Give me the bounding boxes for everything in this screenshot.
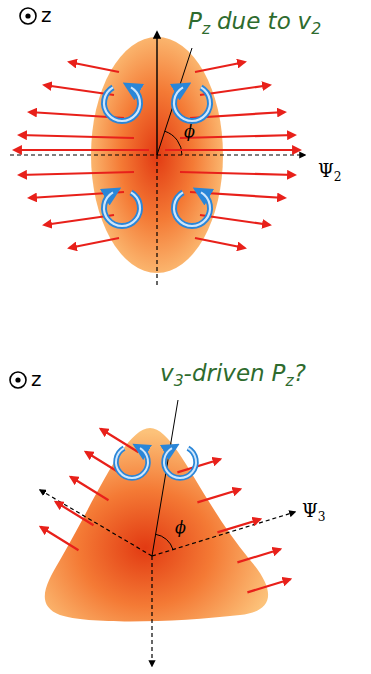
out-of-plane-dot [25, 13, 30, 18]
label-text: ϕ [175, 518, 186, 537]
subscript: 3 [174, 371, 184, 390]
vortex-arrows [116, 448, 196, 478]
vortex-arrows [104, 87, 210, 226]
label-text: P [188, 8, 202, 34]
vertical-axis-dashed [156, 155, 157, 288]
label-text: -driven [184, 360, 265, 386]
vertical-axis [156, 32, 157, 155]
angle-arc [165, 131, 182, 155]
axis-label: z [31, 367, 42, 391]
label-text: ϕ [184, 122, 195, 141]
label-text: Ψ [318, 160, 334, 181]
axis-label: z [41, 3, 52, 27]
triangular-axis [40, 490, 152, 556]
triangular-axis [151, 556, 152, 666]
subscript: z [202, 19, 210, 38]
out-of-plane-symbol [20, 8, 36, 24]
event-plane-axis [152, 512, 295, 556]
bottom-panel [10, 372, 295, 666]
label-text: ? [294, 360, 306, 386]
subscript: 2 [311, 19, 321, 38]
top-panel [10, 8, 305, 288]
angle-label: ϕ [184, 122, 195, 141]
label-text: P [272, 360, 286, 386]
flow-arrows [14, 62, 300, 248]
label-text: v [160, 360, 174, 386]
angle-label: ϕ [175, 518, 186, 537]
event-plane-label: Ψ3 [302, 500, 326, 525]
label-text: Ψ [302, 500, 318, 521]
event-plane-label: Ψ2 [318, 160, 342, 185]
subscript: 2 [334, 170, 342, 184]
triangular-fireball [45, 428, 268, 621]
label-text: z [41, 3, 52, 27]
out-of-plane-dot [15, 377, 20, 382]
label-text: due to [217, 8, 291, 34]
label-text: v [298, 8, 312, 34]
flow-arrows [41, 429, 291, 593]
out-of-plane-symbol [10, 372, 26, 388]
panel-heading: v3-driven Pz? [160, 360, 306, 391]
panel-heading: Pz due to v2 [188, 8, 321, 39]
label-text: z [31, 367, 42, 391]
angle-arc [156, 534, 173, 549]
subscript: z [285, 371, 293, 390]
subscript: 3 [318, 510, 326, 524]
